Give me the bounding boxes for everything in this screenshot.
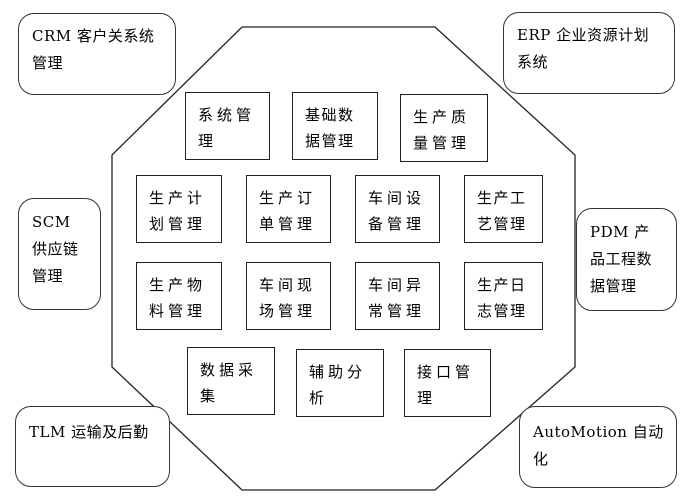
crm-box: CRM 客户关系统管理 [18,13,176,95]
module-workshop-site-mgmt: 车间现场管理 [246,262,331,330]
module-label: 车间现场管理 [259,276,317,320]
module-label: 生产日志管理 [477,276,527,320]
module-label: 生产订单管理 [259,189,317,233]
module-label: 基础数据管理 [305,106,355,150]
module-workshop-exception-mgmt: 车间异常管理 [355,262,440,330]
module-production-process-mgmt: 生产工艺管理 [464,175,543,243]
erp-box: ERP 企业资源计划系统 [503,12,675,94]
module-workshop-equipment-mgmt: 车间设备管理 [355,175,440,243]
automotion-box: AutoMotion 自动化 [519,406,677,488]
module-auxiliary-analysis: 辅助分析 [296,349,384,417]
tlm-box: TLM 运输及后勤 [15,406,170,487]
automotion-label: AutoMotion 自动化 [533,423,664,468]
crm-label: CRM 客户关系统管理 [32,27,155,72]
module-label: 数据采集 [200,361,258,405]
pdm-label: PDM 产品工程数据管理 [590,223,653,295]
module-label: 接口管理 [417,363,475,407]
module-label: 生产计划管理 [149,189,207,233]
pdm-box: PDM 产品工程数据管理 [576,208,677,311]
module-interface-mgmt: 接口管理 [404,349,491,417]
module-label: 生产工艺管理 [477,189,527,233]
module-production-log-mgmt: 生产日志管理 [464,262,543,330]
module-label: 辅助分析 [309,363,367,407]
scm-box: SCM 供应链管理 [18,198,101,310]
module-system-mgmt: 系统管理 [185,92,270,160]
module-label: 生产质量管理 [413,108,471,152]
module-base-data-mgmt: 基础数据管理 [292,92,378,160]
module-label: 车间异常管理 [368,276,426,320]
tlm-label: TLM 运输及后勤 [29,423,149,441]
module-label: 生产物料管理 [149,276,207,320]
erp-label: ERP 企业资源计划系统 [517,26,650,71]
module-quality-mgmt: 生产质量管理 [400,94,488,162]
module-production-plan-mgmt: 生产计划管理 [136,175,222,243]
module-label: 车间设备管理 [368,189,426,233]
octagon-outline [111,26,576,491]
module-production-material-mgmt: 生产物料管理 [136,262,222,330]
module-data-collection: 数据采集 [187,347,275,415]
module-production-order-mgmt: 生产订单管理 [246,175,331,243]
scm-label: SCM 供应链管理 [32,213,79,285]
module-label: 系统管理 [198,106,256,150]
